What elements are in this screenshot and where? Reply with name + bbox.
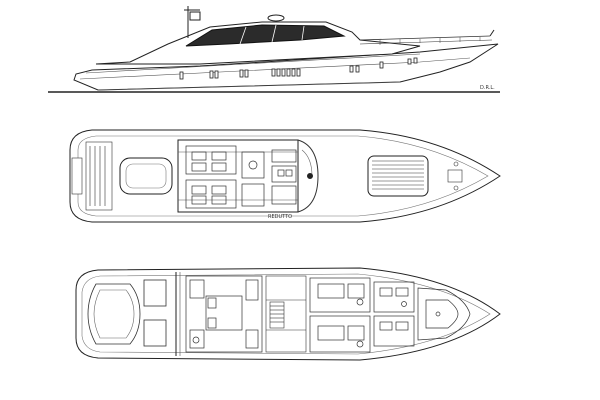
crew-quarters [373, 281, 415, 347]
saloon [177, 139, 299, 213]
helm-station [271, 149, 297, 205]
anchor-locker [447, 161, 463, 191]
central-corridor [265, 275, 307, 353]
helm-wheel [307, 173, 313, 179]
profile-label: D.R.L. [480, 85, 495, 91]
radar-antenna [267, 14, 285, 22]
deck-label: REDUTTO [268, 214, 292, 220]
aft-steps [71, 141, 113, 211]
superstructure [95, 21, 421, 65]
forward-vip-cabin [417, 287, 471, 341]
saloon-seating [185, 145, 265, 209]
main-deck-hull-outline [69, 129, 501, 223]
portholes [179, 57, 418, 80]
guest-cabins [309, 277, 371, 353]
lower-deck-hull-outline [75, 267, 501, 361]
main-deck-plan: REDUTTO [69, 129, 501, 223]
master-cabin [185, 275, 263, 353]
aft-sunpad [119, 157, 173, 195]
foredeck-sunpad [367, 155, 429, 197]
tender-garage [87, 279, 167, 347]
profile-view: D.R.L. [48, 6, 500, 93]
master-bed [205, 295, 243, 331]
radar-dome [189, 11, 201, 21]
lower-deck-plan [75, 267, 501, 361]
